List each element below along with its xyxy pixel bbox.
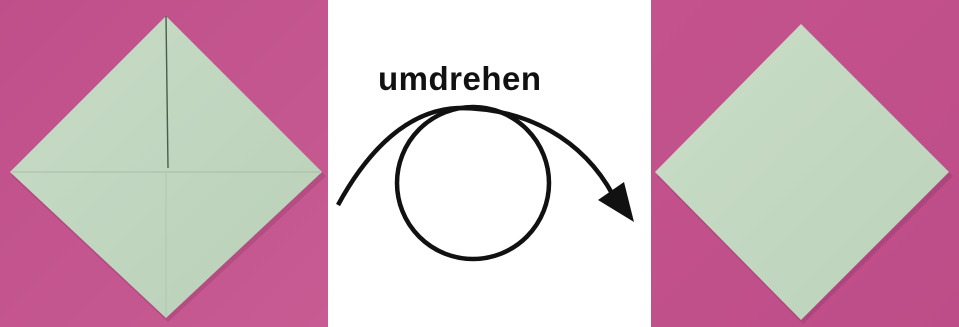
flip-instruction: umdrehen [328, 0, 651, 327]
origami-square-flipped [651, 0, 959, 327]
step-photo-after [651, 0, 959, 327]
origami-square-creased [0, 0, 328, 327]
step-photo-before [0, 0, 328, 327]
flip-over-arrow-icon [328, 0, 651, 327]
